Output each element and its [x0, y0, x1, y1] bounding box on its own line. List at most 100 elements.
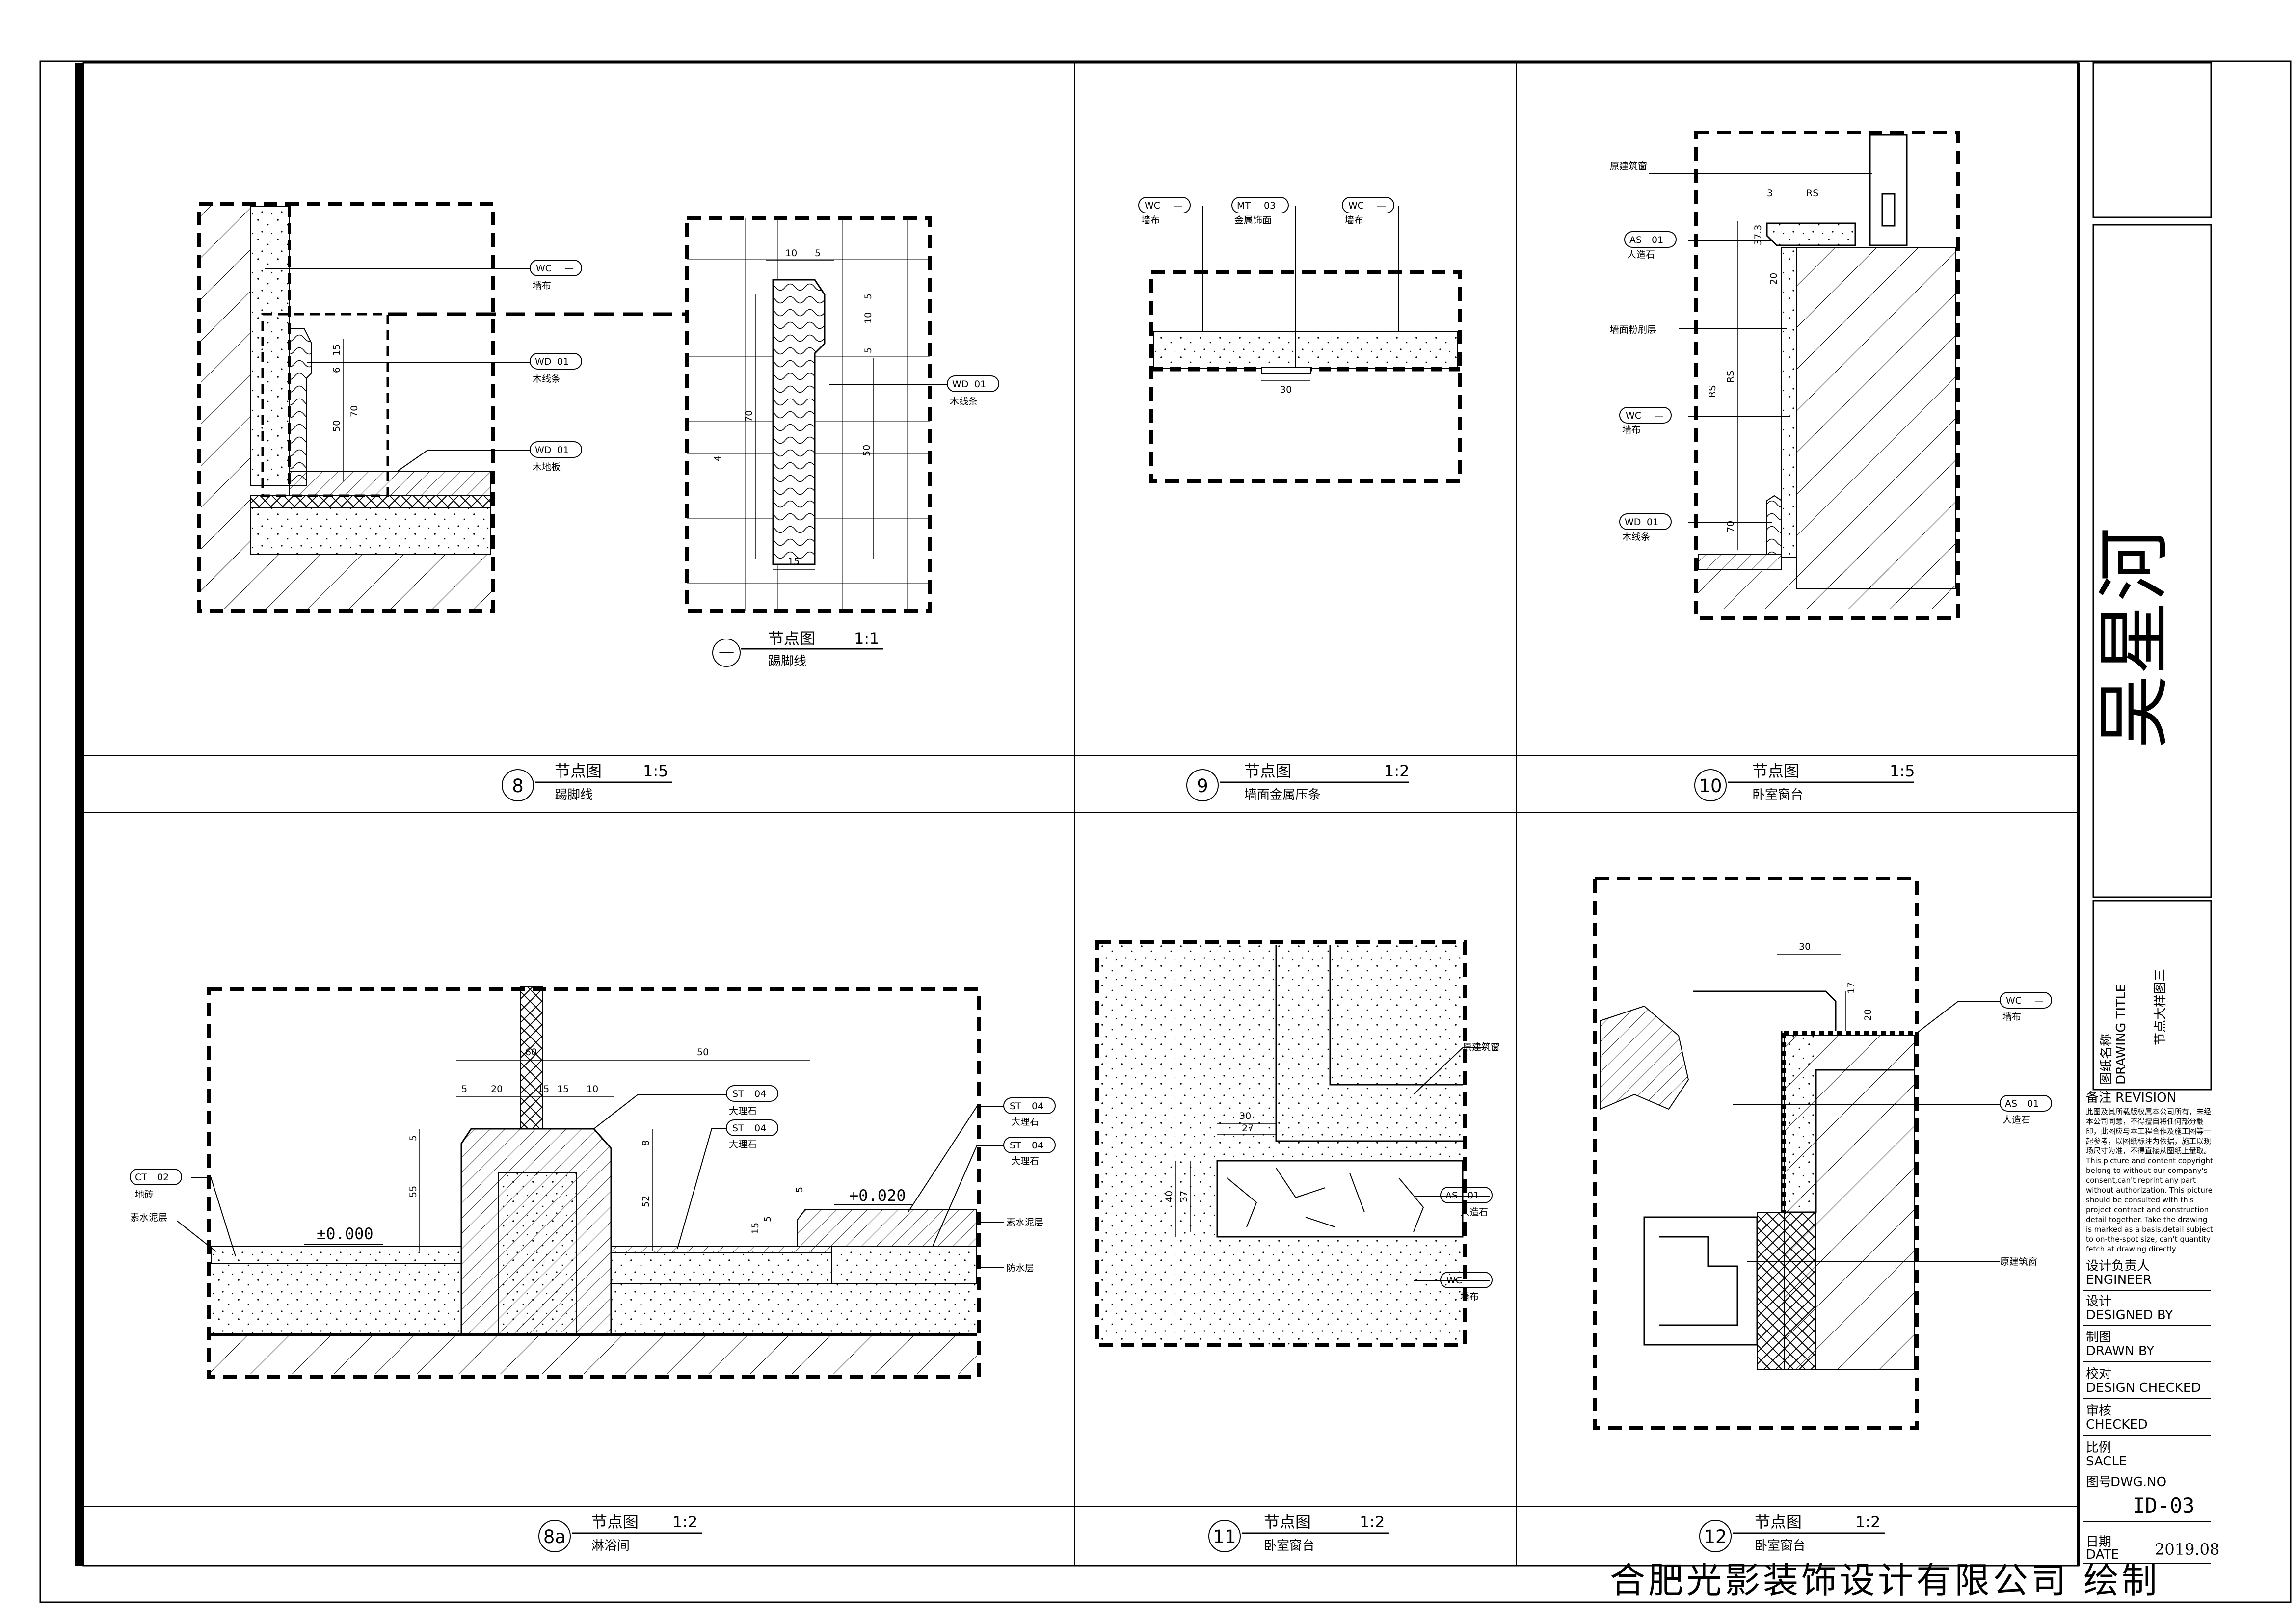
svg-text:40: 40 — [1164, 1191, 1175, 1202]
svg-text:设计: 设计 — [2086, 1294, 2111, 1309]
svg-text:10: 10 — [785, 248, 797, 259]
svg-text:—: — — [1377, 200, 1386, 211]
panel-name: 踢脚线 — [555, 788, 593, 802]
svg-text:比例: 比例 — [2086, 1440, 2111, 1455]
svg-text:37: 37 — [1178, 1191, 1189, 1202]
svg-text:15: 15 — [331, 344, 342, 356]
svg-text:墙面粉刷层: 墙面粉刷层 — [1610, 324, 1656, 335]
svg-text:人造石: 人造石 — [2002, 1115, 2030, 1125]
svg-text:5: 5 — [461, 1084, 467, 1094]
svg-text:8: 8 — [641, 1140, 651, 1146]
svg-text:30: 30 — [1280, 384, 1292, 395]
svg-text:墙布: 墙布 — [533, 280, 551, 291]
drawing-title: 节点大样图三 — [2153, 969, 2168, 1045]
svg-text:02: 02 — [157, 1172, 169, 1183]
svg-text:大理石: 大理石 — [729, 1139, 757, 1150]
svg-text:AS: AS — [1629, 235, 1642, 245]
detail-8a-shower: 60 50 5 20 15 15 10 5 55 8 52 5 15 5 ±0.… — [130, 986, 1056, 1379]
svg-text:图号: 图号 — [2086, 1475, 2111, 1490]
svg-text:20: 20 — [1768, 273, 1779, 285]
svg-text:6: 6 — [331, 367, 342, 373]
svg-text:WD: WD — [535, 356, 551, 367]
svg-text:04: 04 — [1032, 1140, 1043, 1151]
svg-text:WC: WC — [1348, 200, 1364, 211]
svg-text:SACLE: SACLE — [2086, 1454, 2127, 1469]
tag-wc-detail11: WC— — [1440, 1272, 1493, 1288]
revision-note-en: This picture and content copyright belon… — [2086, 1156, 2213, 1253]
svg-text:REVISION: REVISION — [2115, 1091, 2176, 1105]
svg-text:37.3: 37.3 — [1753, 225, 1763, 245]
svg-text:AS: AS — [2005, 1098, 2017, 1109]
svg-text:—: — — [564, 263, 574, 274]
svg-text:MT: MT — [1237, 200, 1251, 211]
svg-text:70: 70 — [744, 410, 754, 422]
svg-text:±0.000: ±0.000 — [317, 1225, 374, 1243]
svg-text:原建筑窗: 原建筑窗 — [1463, 1042, 1500, 1053]
svg-text:大理石: 大理石 — [729, 1106, 757, 1117]
svg-text:踢脚线: 踢脚线 — [768, 654, 806, 669]
svg-text:节点图: 节点图 — [768, 629, 815, 648]
svg-text:5: 5 — [762, 1216, 773, 1222]
svg-text:WC: WC — [2006, 995, 2022, 1006]
svg-text:04: 04 — [754, 1123, 766, 1134]
svg-text:3: 3 — [1767, 188, 1773, 199]
svg-text:—: — — [1475, 1275, 1484, 1286]
svg-text:03: 03 — [1264, 200, 1276, 211]
tag-wc-detail12: WC— — [2000, 992, 2052, 1009]
panel-caption-9: 9 节点图 1:2 墙面金属压条 — [1186, 762, 1410, 802]
project-name: 吴星河 — [2092, 528, 2177, 748]
svg-text:4: 4 — [712, 455, 723, 461]
svg-text:日期: 日期 — [2086, 1535, 2111, 1549]
svg-text:+0.020: +0.020 — [849, 1186, 906, 1205]
company-signature: 合肥光影装饰设计有限公司 绘制 — [1610, 1560, 2160, 1601]
svg-text:15: 15 — [537, 1084, 549, 1094]
svg-text:DRAWN BY: DRAWN BY — [2086, 1344, 2154, 1358]
svg-text:1:2: 1:2 — [1855, 1513, 1881, 1531]
svg-text:节点图: 节点图 — [1755, 1513, 1802, 1531]
svg-text:70: 70 — [1725, 521, 1736, 532]
svg-text:墙布: 墙布 — [1345, 215, 1363, 226]
svg-text:55: 55 — [408, 1186, 419, 1198]
svg-text:淋浴间: 淋浴间 — [591, 1539, 630, 1553]
svg-text:8a: 8a — [543, 1526, 566, 1547]
svg-text:20: 20 — [1863, 1009, 1873, 1021]
svg-text:WC: WC — [536, 263, 552, 274]
svg-text:11: 11 — [1213, 1526, 1236, 1547]
svg-text:1:5: 1:5 — [1890, 762, 1915, 780]
svg-text:一: 一 — [719, 644, 734, 663]
svg-text:AS: AS — [1445, 1190, 1458, 1201]
svg-text:CHECKED: CHECKED — [2086, 1417, 2148, 1432]
svg-text:01: 01 — [557, 445, 569, 455]
svg-text:防水层: 防水层 — [1006, 1263, 1034, 1274]
svg-text:地砖: 地砖 — [135, 1189, 154, 1200]
panel-caption-8: 8 节点图 1:5 踢脚线 — [502, 762, 672, 802]
svg-text:备注: 备注 — [2086, 1091, 2111, 1105]
svg-text:50: 50 — [331, 420, 342, 432]
tag-mt-detail9: MT 03 — [1231, 197, 1289, 213]
svg-text:5: 5 — [815, 248, 821, 259]
svg-text:RS: RS — [1725, 371, 1736, 383]
svg-text:节点图: 节点图 — [1752, 762, 1799, 780]
panel-scale: 1:5 — [643, 762, 668, 780]
svg-text:01: 01 — [1468, 1190, 1479, 1201]
svg-text:50: 50 — [861, 445, 872, 456]
svg-text:60: 60 — [525, 1047, 537, 1058]
svg-text:ENGINEER: ENGINEER — [2086, 1273, 2152, 1287]
panel-number: 8 — [512, 775, 524, 797]
tag-wc-detail8: WC — — [530, 260, 582, 276]
svg-text:1:2: 1:2 — [1360, 1513, 1385, 1531]
svg-text:04: 04 — [1032, 1101, 1043, 1112]
svg-text:20: 20 — [491, 1084, 503, 1094]
svg-text:ST: ST — [1010, 1140, 1021, 1151]
svg-text:DATE: DATE — [2086, 1547, 2119, 1562]
drawing-title-label-en: DRAWING TITLE — [2114, 984, 2129, 1085]
svg-text:27: 27 — [1242, 1123, 1254, 1134]
panel-caption-12: 12 节点图 1:2 卧室窗台 — [1699, 1513, 1885, 1553]
